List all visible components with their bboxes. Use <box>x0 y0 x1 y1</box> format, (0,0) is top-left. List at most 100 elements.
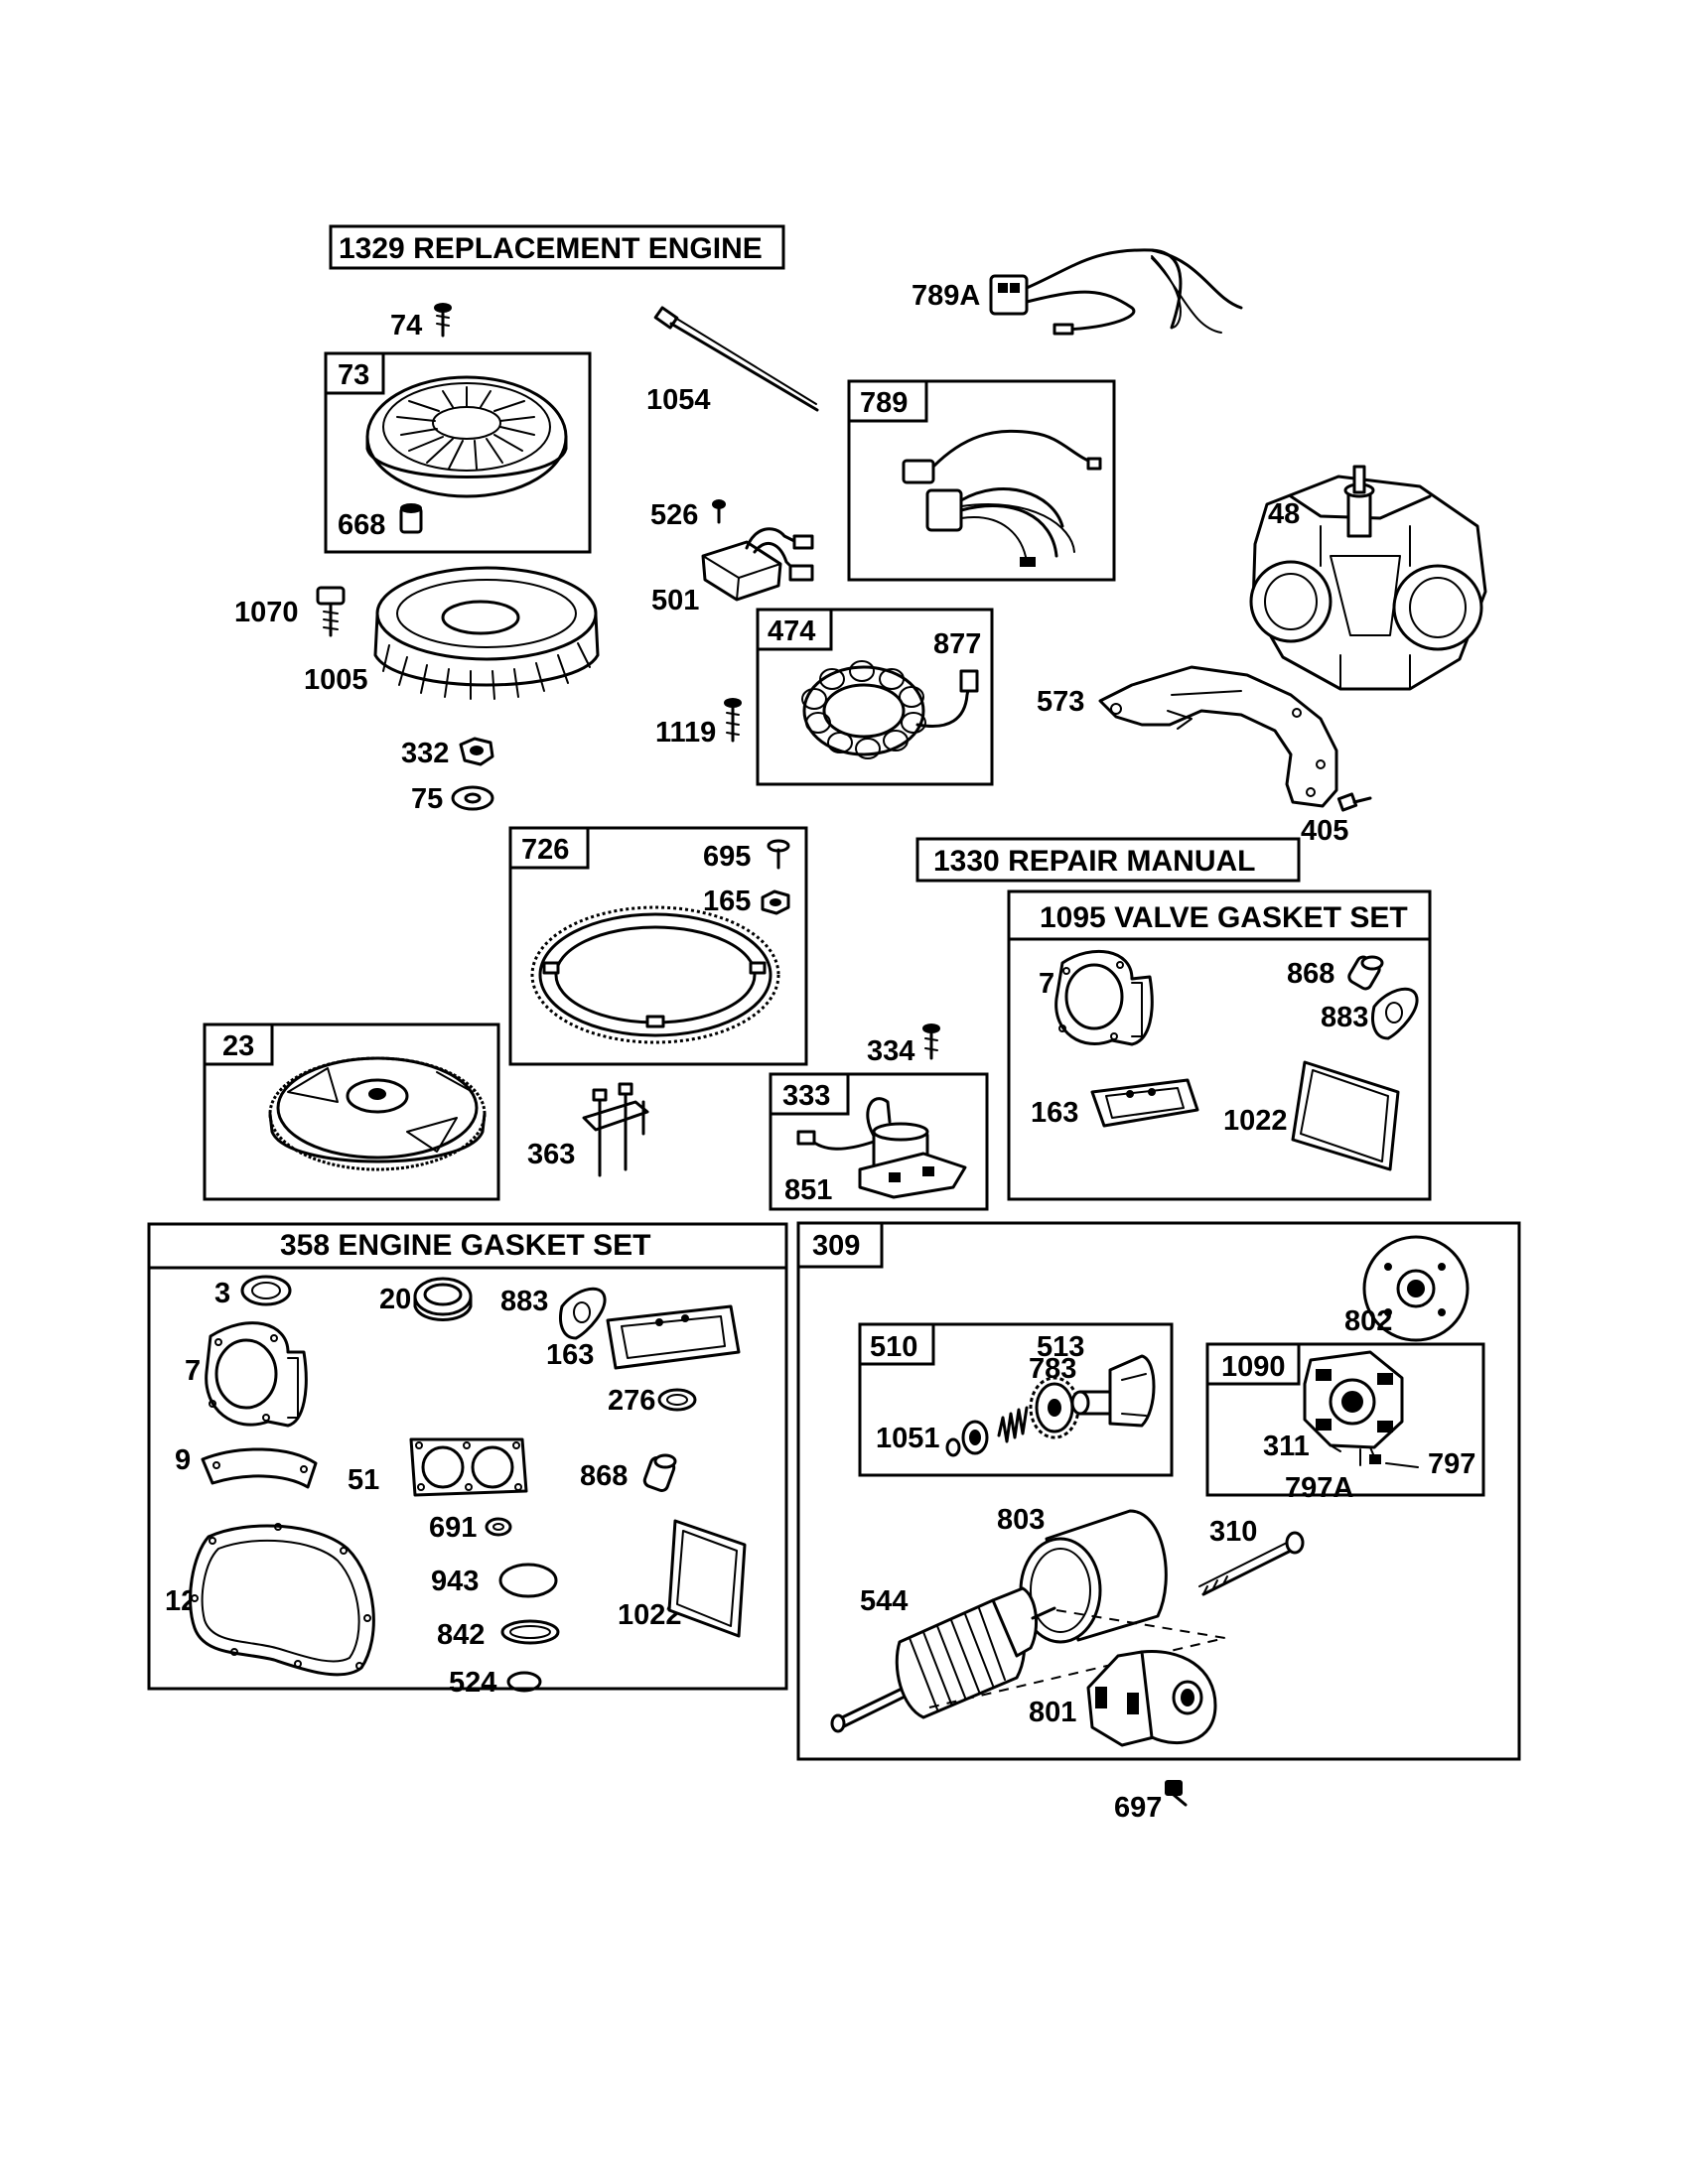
label-s311: 311 <box>1263 1431 1310 1462</box>
label-1070: 1070 <box>234 597 299 628</box>
valve-gasket-set-box: 1095 VALVE GASKET SET 7 868 883 163 1022 <box>1007 889 1432 1201</box>
o-ring-g943-part <box>498 1563 558 1598</box>
wire-harness-789a-part: 789A <box>912 248 1243 336</box>
head-gasket-g7-part <box>205 1321 308 1428</box>
label-363: 363 <box>527 1139 575 1170</box>
box-510: 510 783 513 1051 <box>858 1322 1174 1477</box>
box-73: 73 668 <box>324 351 592 554</box>
label-g842: 842 <box>437 1619 485 1651</box>
screw-74-part: 74 <box>390 303 452 341</box>
baffle-573-part: 573 <box>1037 665 1338 808</box>
label-75: 75 <box>411 783 443 815</box>
label-332: 332 <box>401 738 449 769</box>
label-573: 573 <box>1037 686 1084 718</box>
alternator-stator-part <box>801 660 979 759</box>
gasket-g1022-part <box>667 1519 747 1638</box>
label-s697: 697 <box>1114 1792 1162 1824</box>
brush-holder-part <box>1303 1350 1404 1464</box>
through-bolt-310-part <box>1198 1531 1305 1596</box>
ignition-armature-part <box>796 1097 967 1199</box>
label-s1051: 1051 <box>876 1423 940 1454</box>
label-s544: 544 <box>860 1585 908 1617</box>
label-g7: 7 <box>185 1355 201 1387</box>
gasket-g9-part <box>201 1447 318 1489</box>
box-label-510: 510 <box>870 1331 917 1363</box>
crankcase-gasket-g12-part <box>189 1523 375 1677</box>
o-ring-g524-part <box>506 1671 542 1693</box>
washer-1051-part <box>945 1420 989 1457</box>
label-v868: 868 <box>1287 958 1334 990</box>
bolt-697-part: 697 <box>1114 1780 1188 1824</box>
screw-695-part <box>767 839 790 870</box>
oil-seal-g20-part <box>413 1277 473 1321</box>
label-g276: 276 <box>608 1385 655 1417</box>
screw-526-part: 526 <box>650 499 726 531</box>
box-label-726: 726 <box>521 834 569 866</box>
box-label-23: 23 <box>222 1030 254 1062</box>
label-334: 334 <box>867 1035 914 1067</box>
cable-tie-part: 1054 <box>646 306 819 416</box>
label-g691: 691 <box>429 1512 477 1544</box>
label-s797: 797 <box>1428 1448 1475 1480</box>
gasket-g51-part <box>409 1437 528 1497</box>
box-label-474: 474 <box>768 615 815 647</box>
label-s802: 802 <box>1344 1305 1392 1337</box>
box-label-1090: 1090 <box>1221 1351 1286 1383</box>
engine-gasket-set-box: 358 ENGINE GASKET SET 3 20 883 163 7 <box>147 1222 788 1699</box>
end-cap-802-part <box>1362 1235 1470 1342</box>
replacement-engine-title: 1329 REPLACEMENT ENGINE <box>339 232 763 265</box>
label-695: 695 <box>703 841 751 873</box>
seal-v868-part <box>1347 955 1384 991</box>
label-v7: 7 <box>1039 968 1054 1000</box>
label-s513: 513 <box>1037 1331 1084 1363</box>
label-g3: 3 <box>214 1278 230 1309</box>
box-label-309: 309 <box>812 1230 860 1262</box>
label-501: 501 <box>651 585 699 616</box>
label-789a: 789A <box>912 280 980 312</box>
wire-harness-789-part <box>902 429 1102 567</box>
label-g20: 20 <box>379 1284 411 1315</box>
gasket-g163-part <box>606 1304 741 1370</box>
seal-g691-part <box>485 1517 512 1537</box>
label-165: 165 <box>703 886 751 917</box>
valve-gasket-set-title: 1095 VALVE GASKET SET <box>1040 901 1408 934</box>
box-726: 726 695 165 <box>508 826 808 1066</box>
label-74: 74 <box>390 310 422 341</box>
label-g868: 868 <box>580 1460 628 1492</box>
repair-manual-title: 1330 REPAIR MANUAL <box>933 845 1256 878</box>
label-g9: 9 <box>175 1444 191 1476</box>
label-s803: 803 <box>997 1504 1045 1536</box>
screw-334-part: 334 <box>867 1024 940 1067</box>
engine-gasket-set-title: 358 ENGINE GASKET SET <box>280 1229 650 1262</box>
flywheel-part <box>268 1056 487 1171</box>
label-s310: 310 <box>1209 1516 1257 1548</box>
label-851: 851 <box>784 1174 832 1206</box>
bolt-1119-part: 1119 <box>655 698 742 749</box>
box-label-73: 73 <box>338 359 369 391</box>
crankcase-48-part: 48 <box>1249 465 1487 691</box>
label-1119: 1119 <box>655 717 716 749</box>
blower-housing-part <box>365 375 568 498</box>
nut-165-part <box>761 889 790 915</box>
box-474: 474 877 <box>756 608 994 786</box>
label-v883: 883 <box>1321 1002 1368 1033</box>
label-g943: 943 <box>431 1566 479 1597</box>
nut-332-part: 332 <box>401 737 494 769</box>
label-g163: 163 <box>546 1339 594 1371</box>
gasket-v883-part <box>1371 987 1419 1040</box>
box-label-333: 333 <box>782 1080 830 1112</box>
box-label-789: 789 <box>860 387 908 419</box>
flywheel-puller-363-part: 363 <box>527 1082 649 1177</box>
drive-housing-513-part <box>1070 1354 1156 1428</box>
gasket-v1022-part <box>1291 1060 1400 1171</box>
label-526: 526 <box>650 499 698 531</box>
label-668: 668 <box>338 509 385 541</box>
end-plate-801-part <box>1086 1650 1217 1747</box>
repair-manual-title-box: 1330 REPAIR MANUAL <box>915 837 1301 883</box>
armature-544-part <box>830 1586 1056 1733</box>
box-789: 789 <box>847 379 1116 582</box>
label-s797a: 797A <box>1285 1472 1353 1504</box>
label-1054: 1054 <box>646 384 711 416</box>
label-s801: 801 <box>1029 1697 1076 1728</box>
